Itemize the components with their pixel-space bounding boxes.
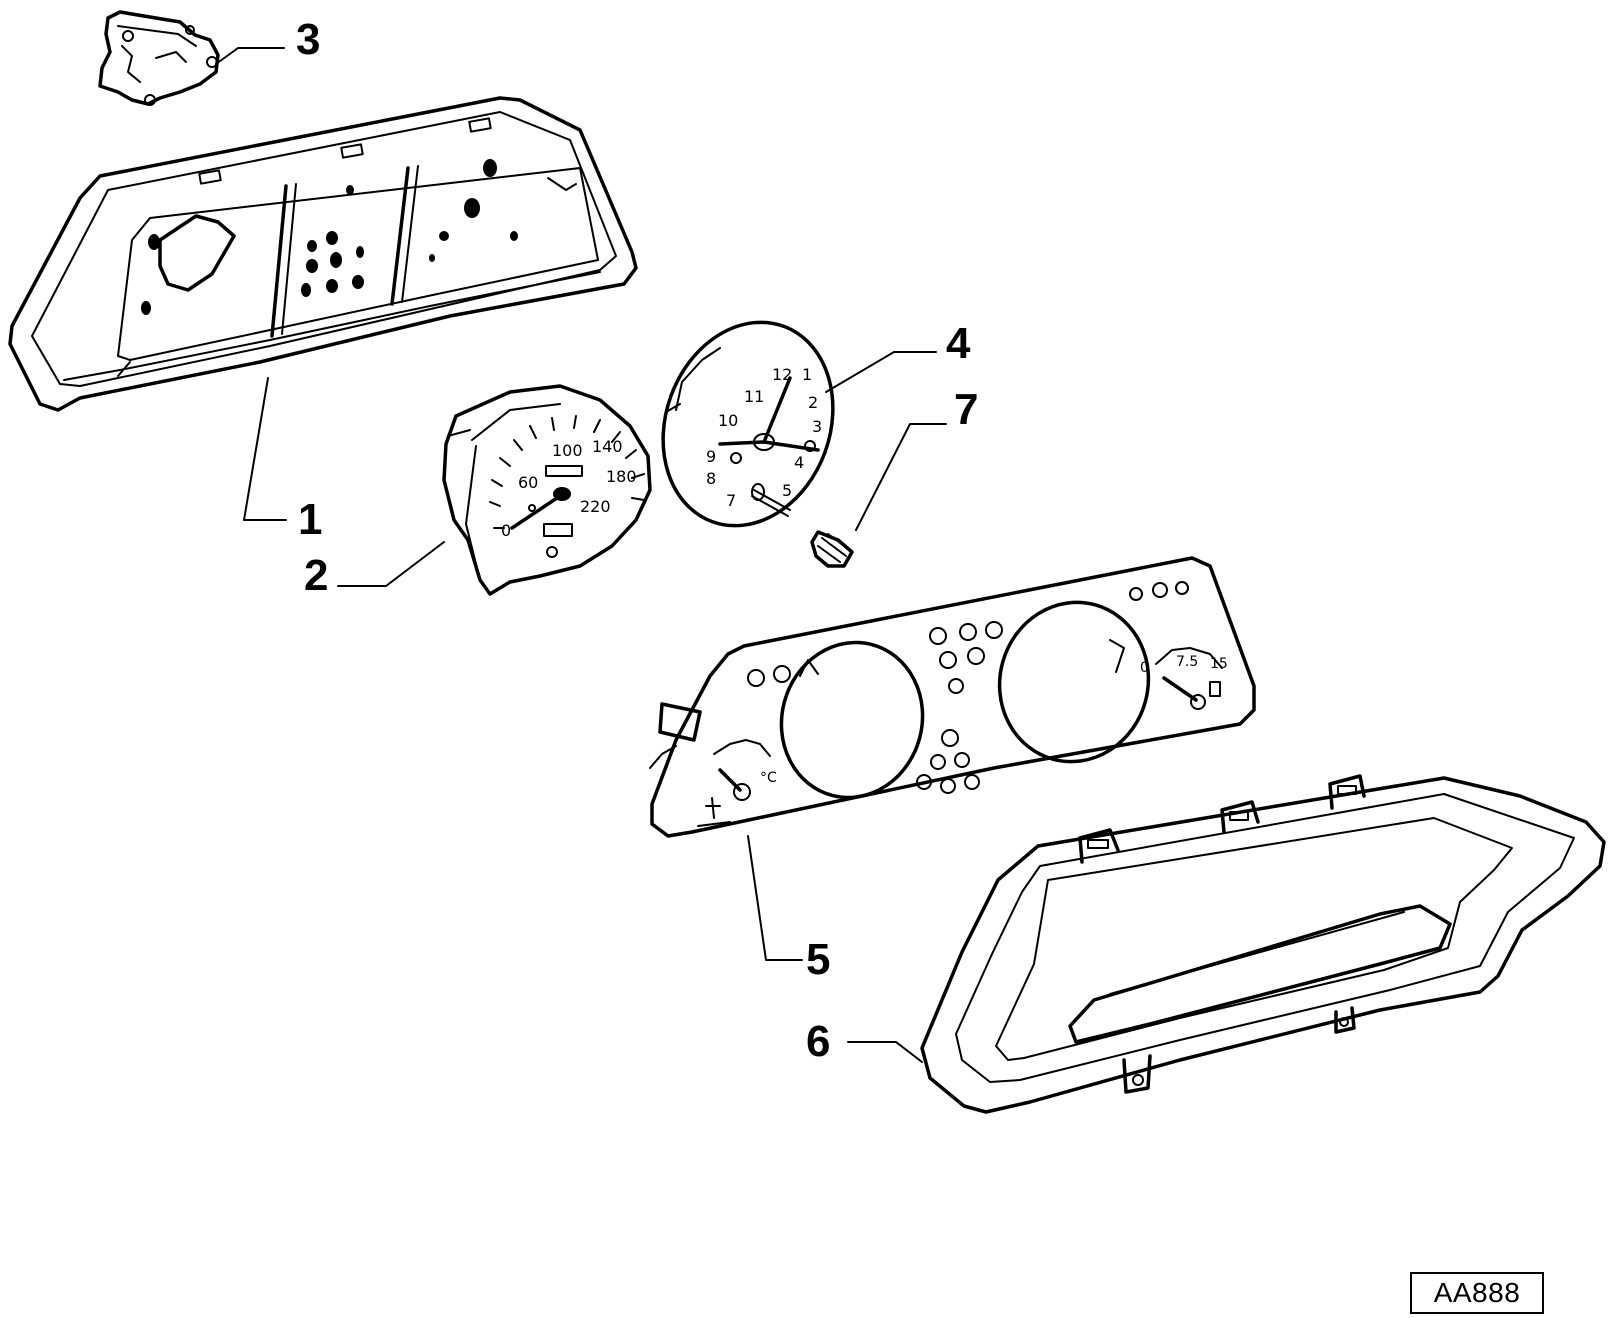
callout-4: 4 <box>946 319 971 368</box>
svg-text:12: 12 <box>772 365 792 384</box>
svg-text:0: 0 <box>501 521 511 540</box>
instrument-housing-part <box>8 96 638 412</box>
svg-text:15: 15 <box>1210 656 1228 672</box>
svg-text:220: 220 <box>580 497 611 516</box>
callout-1: 1 <box>298 495 322 544</box>
callout-5: 5 <box>806 935 830 984</box>
adjuster-knob-part <box>810 530 854 568</box>
dial-face-panel-part: °C 0 7.5 15 <box>649 556 1256 838</box>
svg-text:0: 0 <box>1140 660 1149 676</box>
svg-text:9: 9 <box>706 447 716 466</box>
callout-2: 2 <box>304 551 328 600</box>
svg-text:180: 180 <box>606 467 637 486</box>
svg-text:10: 10 <box>718 411 738 430</box>
svg-text:140: 140 <box>592 437 623 456</box>
reference-code-box: AA888 <box>1410 1272 1544 1314</box>
callout-3: 3 <box>296 15 320 64</box>
connector-part <box>98 10 220 106</box>
callout-7: 7 <box>954 385 978 434</box>
svg-text:3: 3 <box>812 417 822 436</box>
svg-text:4: 4 <box>794 453 804 472</box>
svg-text:7.5: 7.5 <box>1176 654 1198 670</box>
svg-text:1: 1 <box>802 365 812 384</box>
svg-text:2: 2 <box>808 393 818 412</box>
svg-text:60: 60 <box>518 473 538 492</box>
svg-text:100: 100 <box>552 441 583 460</box>
reference-code: AA888 <box>1433 1277 1521 1308</box>
front-bezel-part <box>920 774 1606 1114</box>
svg-text:°C: °C <box>760 770 777 786</box>
svg-text:7: 7 <box>726 491 736 510</box>
clock-part: 12 1 2 3 4 5 7 8 9 10 11 <box>661 320 835 528</box>
svg-text:8: 8 <box>706 469 716 488</box>
callout-6: 6 <box>806 1017 830 1066</box>
svg-text:5: 5 <box>782 481 792 500</box>
speedometer-part: 0 60 100 140 180 220 <box>442 384 652 596</box>
callout-numbers: 1 2 3 4 5 6 7 <box>296 15 978 1066</box>
callout-leaders <box>215 47 947 1063</box>
svg-text:11: 11 <box>744 387 764 406</box>
